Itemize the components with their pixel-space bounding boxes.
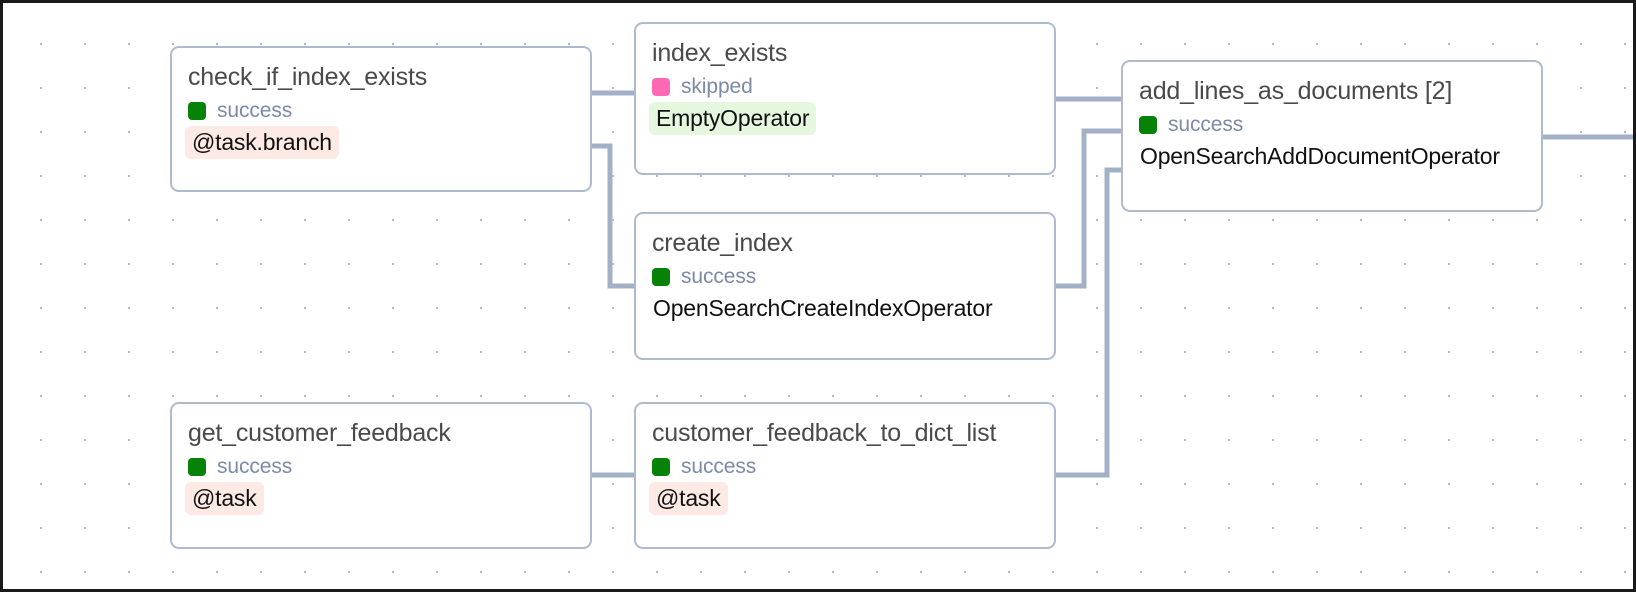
edge-layer: [592, 90, 1633, 478]
task-node-title: check_if_index_exists: [188, 63, 427, 91]
task-operator-badge: OpenSearchCreateIndexOperator: [653, 295, 993, 321]
edge-customer_feedback_to_dict_list-to-add_lines_as_documents: [1056, 167, 1121, 478]
status-swatch-icon: [1139, 116, 1157, 134]
task-node-title: add_lines_as_documents [2]: [1139, 77, 1453, 105]
edge-create_index-to-add_lines_as_documents: [1056, 128, 1121, 289]
status-swatch-icon: [652, 78, 670, 96]
task-status-row: skipped: [652, 75, 1038, 99]
status-label: skipped: [681, 75, 753, 98]
status-swatch-icon: [188, 102, 206, 120]
task-status-row: success: [188, 455, 574, 479]
edge-check_if_index_exists-to-create_index: [592, 143, 634, 289]
task-status-row: success: [652, 455, 1038, 479]
task-status-row: success: [652, 265, 1038, 289]
task-status-row: success: [1139, 113, 1525, 137]
task-operator-badge: EmptyOperator: [649, 102, 817, 135]
status-swatch-icon: [188, 458, 206, 476]
status-swatch-icon: [652, 268, 670, 286]
task-operator-badge: OpenSearchAddDocumentOperator: [1140, 143, 1500, 169]
status-label: success: [217, 99, 293, 122]
task-status-row: success: [188, 99, 574, 123]
task-node-title: create_index: [652, 229, 793, 257]
task-node-title: customer_feedback_to_dict_list: [652, 419, 997, 447]
status-label: success: [1168, 113, 1244, 136]
task-operator-badge: @task: [649, 482, 728, 515]
task-node-title: index_exists: [652, 39, 788, 67]
task-operator-badge: @task: [185, 482, 264, 515]
task-node-title: get_customer_feedback: [188, 419, 451, 447]
task-operator-badge: @task.branch: [185, 126, 339, 159]
status-label: success: [681, 265, 757, 288]
status-label: success: [217, 455, 293, 478]
status-swatch-icon: [652, 458, 670, 476]
status-label: success: [681, 455, 757, 478]
